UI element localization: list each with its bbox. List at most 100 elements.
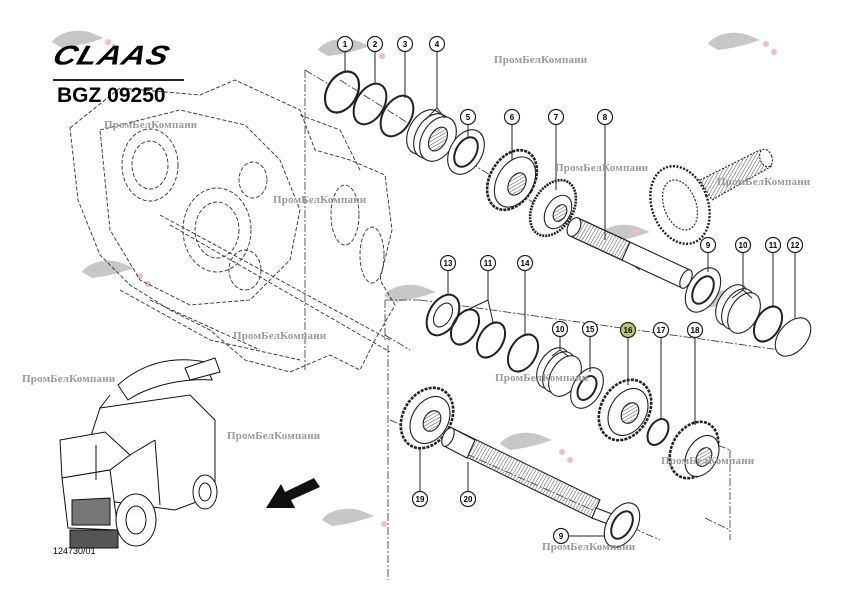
callout-label: 5 bbox=[466, 113, 471, 122]
forage-harvester-illustration bbox=[59, 357, 221, 549]
callout-label: 3 bbox=[403, 40, 408, 49]
callout-label: 11 bbox=[769, 241, 778, 250]
spur-gear-16 bbox=[597, 378, 653, 442]
lower-shaft-assembly bbox=[399, 293, 720, 548]
spring-washer-pack-10a bbox=[715, 284, 761, 334]
callout-4: 4 bbox=[428, 35, 446, 53]
cover-cap-12 bbox=[774, 317, 812, 357]
callout-10b: 10 bbox=[551, 320, 569, 338]
callout-1: 1 bbox=[336, 35, 354, 53]
callout-circle bbox=[503, 108, 521, 126]
callout-label: 1 bbox=[343, 40, 348, 49]
ball-bearing-5 bbox=[447, 129, 485, 175]
watermark-text: ПромБелКомпани bbox=[542, 541, 636, 553]
callout-circle bbox=[459, 108, 477, 126]
watermark-text: ПромБелКомпани bbox=[495, 372, 589, 384]
callout-circle bbox=[652, 321, 670, 339]
watermark-text: ПромБелКомпани bbox=[233, 330, 327, 342]
logo-divider bbox=[53, 79, 184, 81]
callout-circle bbox=[439, 254, 457, 272]
callout-label: 16 bbox=[624, 326, 633, 335]
watermark-logo bbox=[500, 432, 573, 463]
callout-18: 18 bbox=[686, 321, 704, 339]
callout-7: 7 bbox=[547, 108, 565, 126]
callout-label: 12 bbox=[791, 241, 800, 250]
crown-wheel-pinion bbox=[649, 148, 773, 245]
callout-10a: 10 bbox=[734, 236, 752, 254]
assembly-center-lines bbox=[304, 69, 781, 580]
seal-ring-1 bbox=[323, 70, 361, 114]
callout-label: 10 bbox=[556, 325, 565, 334]
callout-circle bbox=[459, 490, 477, 508]
callout-circle bbox=[336, 35, 354, 53]
gearbox-housing-outline bbox=[69, 79, 396, 373]
callout-circle bbox=[686, 321, 704, 339]
callout-circle bbox=[552, 527, 570, 545]
callout-circle bbox=[547, 108, 565, 126]
callout-circle bbox=[428, 35, 446, 53]
callout-20: 20 bbox=[459, 490, 477, 508]
watermark-text: ПромБелКомпани bbox=[494, 54, 588, 66]
snap-rings-11b bbox=[449, 308, 507, 359]
callout-11b: 11 bbox=[479, 254, 497, 272]
callout-circle bbox=[551, 320, 569, 338]
splined-shaft-20 bbox=[441, 427, 613, 525]
callout-19: 19 bbox=[411, 490, 429, 508]
ball-bearing-15 bbox=[570, 367, 604, 409]
callout-circle bbox=[699, 236, 717, 254]
ball-bearing-9a bbox=[684, 267, 722, 313]
watermark-text: ПромБелКомпани bbox=[104, 119, 198, 131]
callout-circle bbox=[411, 490, 429, 508]
callout-13: 13 bbox=[439, 254, 457, 272]
callout-label: 9 bbox=[559, 532, 564, 541]
callout-8: 8 bbox=[596, 108, 614, 126]
callout-circle bbox=[786, 236, 804, 254]
callout-label: 8 bbox=[603, 113, 608, 122]
callout-3: 3 bbox=[396, 35, 414, 53]
callout-label: 9 bbox=[706, 241, 711, 250]
callout-5: 5 bbox=[459, 108, 477, 126]
watermark-text: ПромБелКомпани bbox=[717, 176, 811, 188]
callout-11a: 11 bbox=[764, 236, 782, 254]
spur-gear-19 bbox=[399, 386, 455, 450]
callout-circle bbox=[516, 254, 534, 272]
arrow-down-left-icon bbox=[266, 478, 320, 508]
callout-17: 17 bbox=[652, 321, 670, 339]
ball-bearing-9b bbox=[603, 502, 641, 548]
callout-circle bbox=[619, 321, 637, 339]
callout-leaders bbox=[344, 52, 796, 537]
shim-ring-14 bbox=[506, 333, 540, 373]
shim-ring-3 bbox=[379, 94, 415, 138]
callout-label: 19 bbox=[416, 495, 425, 504]
callout-label: 14 bbox=[521, 259, 530, 268]
callout-16: 16 bbox=[619, 321, 637, 339]
callout-6: 6 bbox=[503, 108, 521, 126]
callout-14: 14 bbox=[516, 254, 534, 272]
watermark-text: ПромБелКомпани bbox=[661, 455, 755, 467]
callout-circle bbox=[366, 35, 384, 53]
upper-shaft-assembly bbox=[323, 70, 812, 357]
callout-9b: 9 bbox=[552, 527, 570, 545]
snap-ring-11a bbox=[752, 305, 784, 343]
spring-washer-pack-4 bbox=[406, 109, 457, 162]
watermark-text: ПромБелКомпани bbox=[22, 373, 116, 385]
document-code: BGZ 09250 bbox=[57, 84, 166, 107]
watermark-logo bbox=[708, 32, 777, 55]
snap-ring-17 bbox=[646, 418, 670, 446]
callout-label: 10 bbox=[739, 241, 748, 250]
callout-label: 6 bbox=[510, 113, 515, 122]
callout-circle bbox=[596, 108, 614, 126]
bevel-gear-7 bbox=[528, 178, 578, 238]
callout-label: 13 bbox=[444, 259, 453, 268]
callout-12: 12 bbox=[786, 236, 804, 254]
callout-label: 7 bbox=[554, 113, 559, 122]
callout-label: 20 bbox=[464, 495, 473, 504]
callout-circle bbox=[479, 254, 497, 272]
callout-9a: 9 bbox=[699, 236, 717, 254]
callout-label: 2 bbox=[373, 40, 378, 49]
watermark-text: ПромБелКомпани bbox=[227, 430, 321, 442]
spur-gear-6 bbox=[485, 148, 539, 212]
